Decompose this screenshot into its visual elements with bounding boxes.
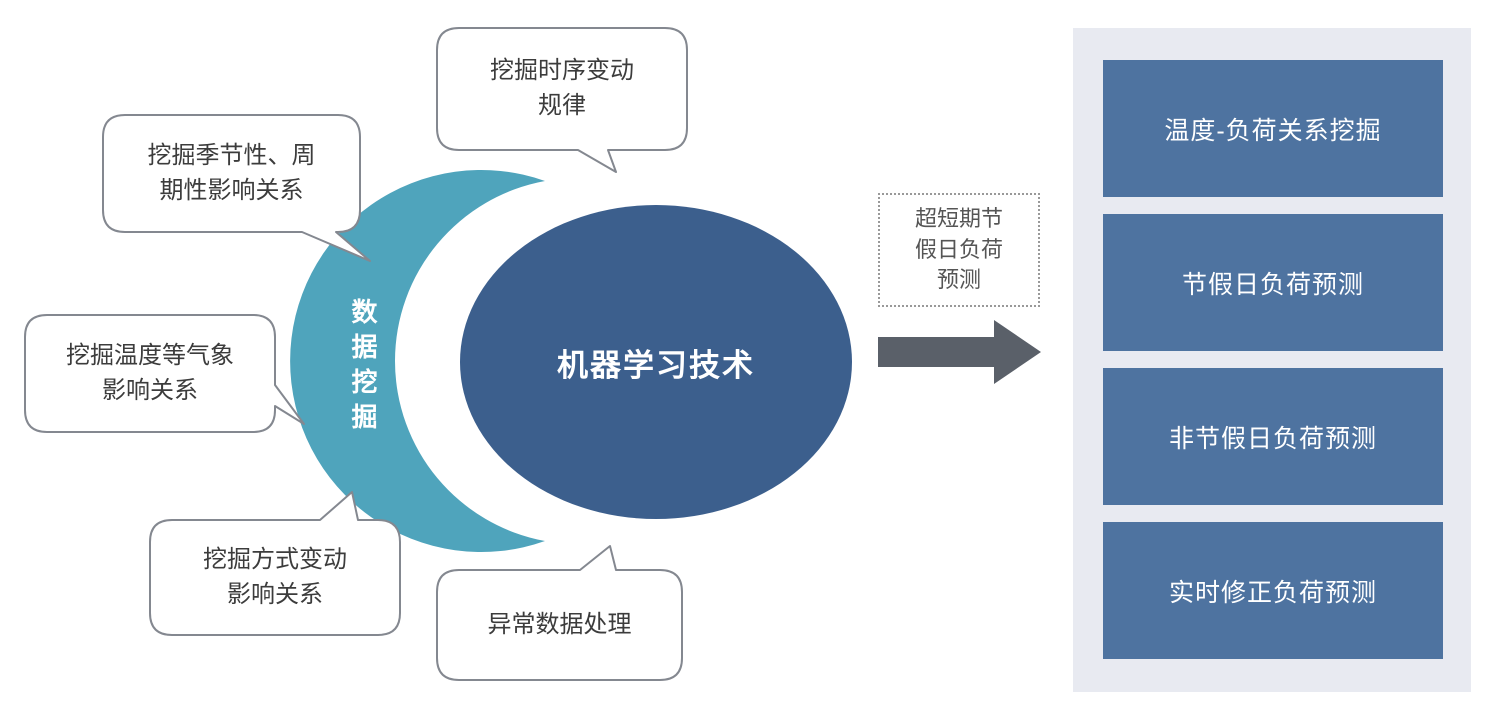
- center-label: 机器学习技术: [557, 347, 755, 383]
- output-box-label: 实时修正负荷预测: [1168, 578, 1377, 607]
- flow-arrow: [878, 320, 1041, 384]
- output-panel: 温度-负荷关系挖掘 节假日负荷预测 非节假日负荷预测 实时修正负荷预测: [1073, 28, 1471, 692]
- output-box-non-holiday-forecast: 非节假日负荷预测: [1103, 368, 1443, 505]
- output-box-temperature-load: 温度-负荷关系挖掘: [1103, 60, 1443, 197]
- bubble-seasonal-shape: [102, 114, 371, 262]
- bubble-abnormal-text: 异常数据处理: [487, 610, 632, 638]
- bubble-weather-text: 挖掘温度等气象 影响关系: [66, 341, 234, 404]
- output-box-label: 非节假日负荷预测: [1168, 424, 1377, 453]
- bubble-time-series-text: 挖掘时序变动 规律: [490, 57, 634, 119]
- center-ellipse: [460, 205, 852, 519]
- output-box-holiday-forecast: 节假日负荷预测: [1103, 214, 1443, 351]
- bubble-method-text: 挖掘方式变动 影响关系: [203, 545, 347, 608]
- output-box-realtime-correction: 实时修正负荷预测: [1103, 522, 1443, 659]
- crescent-label: 数据挖掘: [348, 298, 378, 438]
- bubble-time-series-shape: [436, 27, 688, 173]
- crescent-shape: [290, 170, 545, 552]
- output-box-label: 节假日负荷预测: [1181, 270, 1364, 299]
- bubble-method-shape: [149, 491, 401, 636]
- bubble-abnormal-shape: [436, 545, 683, 681]
- output-box-label: 温度-负荷关系挖掘: [1164, 116, 1382, 145]
- bubble-seasonal-text: 挖掘季节性、周 期性影响关系: [147, 141, 316, 204]
- note-box: 超短期节 假日负荷 预测: [878, 193, 1040, 307]
- bubble-weather-shape: [24, 314, 305, 433]
